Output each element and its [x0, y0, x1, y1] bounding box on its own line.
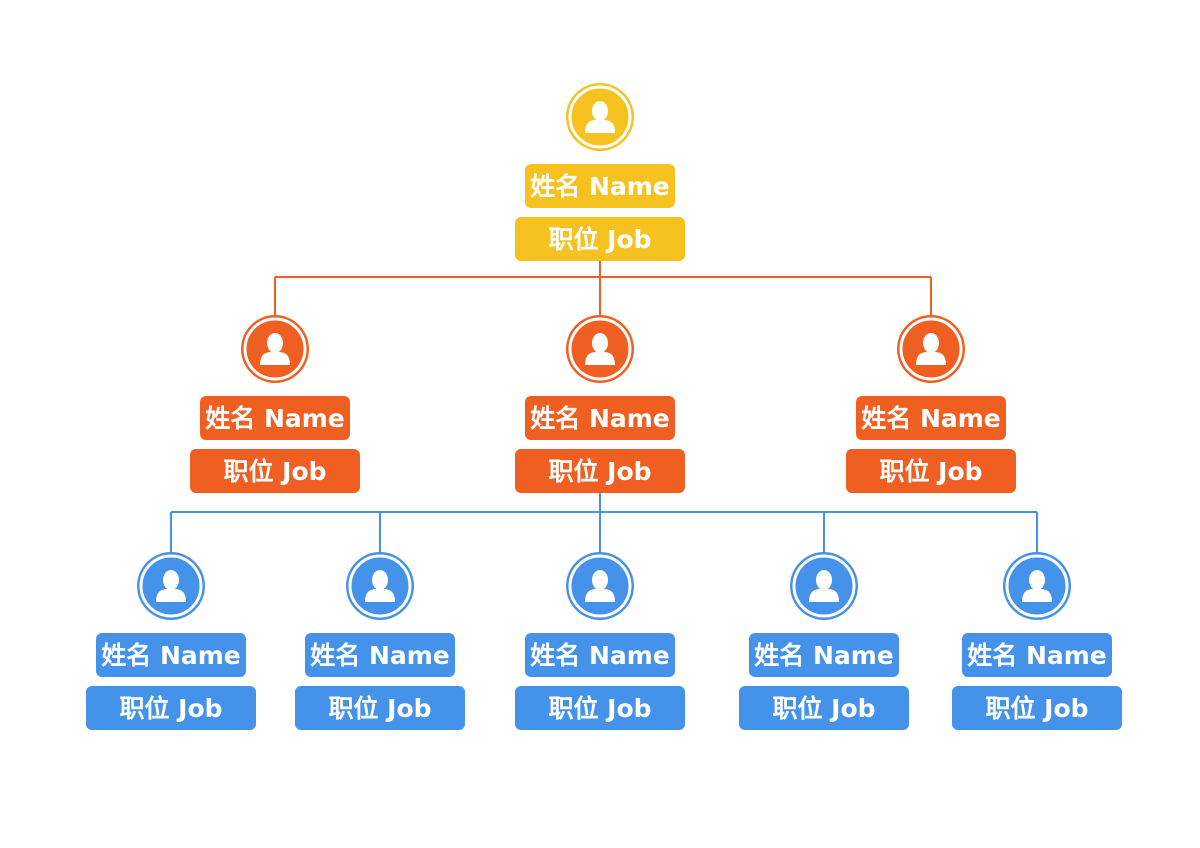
node-name-label: 姓名 Name	[856, 396, 1006, 440]
org-node: 职位 Job 姓名 Name	[295, 552, 465, 730]
person-icon	[1022, 570, 1052, 602]
person-icon	[585, 333, 615, 365]
org-node: 职位 Job 姓名 Name	[846, 315, 1016, 493]
node-name-label: 姓名 Name	[200, 396, 350, 440]
node-job: 职位 Job	[548, 694, 651, 723]
node-job-label: 职位 Job	[190, 449, 360, 493]
node-job: 职位 Job	[328, 694, 431, 723]
node-job: 职位 Job	[772, 694, 875, 723]
node-job-label: 职位 Job	[515, 449, 685, 493]
node-job-label: 职位 Job	[739, 686, 909, 730]
node-name: 姓名 Name	[967, 641, 1107, 670]
node-job: 职位 Job	[223, 457, 326, 486]
node-name: 姓名 Name	[754, 641, 894, 670]
node-job: 职位 Job	[548, 457, 651, 486]
node-name: 姓名 Name	[530, 404, 670, 433]
node-name-label: 姓名 Name	[525, 396, 675, 440]
node-job-label: 职位 Job	[515, 686, 685, 730]
node-job-label: 职位 Job	[952, 686, 1122, 730]
avatar	[566, 552, 634, 620]
node-name: 姓名 Name	[101, 641, 241, 670]
org-node: 职位 Job 姓名 Name	[86, 552, 256, 730]
avatar	[566, 83, 634, 151]
node-name: 姓名 Name	[205, 404, 345, 433]
org-node: 职位 Job 姓名 Name	[515, 315, 685, 493]
person-icon	[365, 570, 395, 602]
node-job-label: 职位 Job	[515, 217, 685, 261]
org-node: 职位 Job 姓名 Name	[515, 552, 685, 730]
org-node: 职位 Job 姓名 Name	[952, 552, 1122, 730]
node-name: 姓名 Name	[530, 172, 670, 201]
person-icon	[260, 333, 290, 365]
person-icon	[585, 570, 615, 602]
org-node: 职位 Job 姓名 Name	[515, 83, 685, 261]
node-name-label: 姓名 Name	[96, 633, 246, 677]
node-name: 姓名 Name	[861, 404, 1001, 433]
person-icon	[916, 333, 946, 365]
node-job: 职位 Job	[119, 694, 222, 723]
org-node: 职位 Job 姓名 Name	[190, 315, 360, 493]
avatar	[566, 315, 634, 383]
connector-lines	[170, 261, 1038, 552]
node-name-label: 姓名 Name	[525, 164, 675, 208]
node-name: 姓名 Name	[530, 641, 670, 670]
node-job: 职位 Job	[879, 457, 982, 486]
node-name-label: 姓名 Name	[962, 633, 1112, 677]
person-icon	[156, 570, 186, 602]
avatar	[241, 315, 309, 383]
node-job: 职位 Job	[548, 225, 651, 254]
person-icon	[585, 101, 615, 133]
avatar	[897, 315, 965, 383]
person-icon	[809, 570, 839, 602]
node-job-label: 职位 Job	[846, 449, 1016, 493]
node-name-label: 姓名 Name	[525, 633, 675, 677]
node-name: 姓名 Name	[310, 641, 450, 670]
node-name-label: 姓名 Name	[749, 633, 899, 677]
node-job-label: 职位 Job	[86, 686, 256, 730]
avatar	[790, 552, 858, 620]
node-job: 职位 Job	[985, 694, 1088, 723]
org-node: 职位 Job 姓名 Name	[739, 552, 909, 730]
avatar	[137, 552, 205, 620]
node-name-label: 姓名 Name	[305, 633, 455, 677]
avatar	[346, 552, 414, 620]
node-job-label: 职位 Job	[295, 686, 465, 730]
avatar	[1003, 552, 1071, 620]
